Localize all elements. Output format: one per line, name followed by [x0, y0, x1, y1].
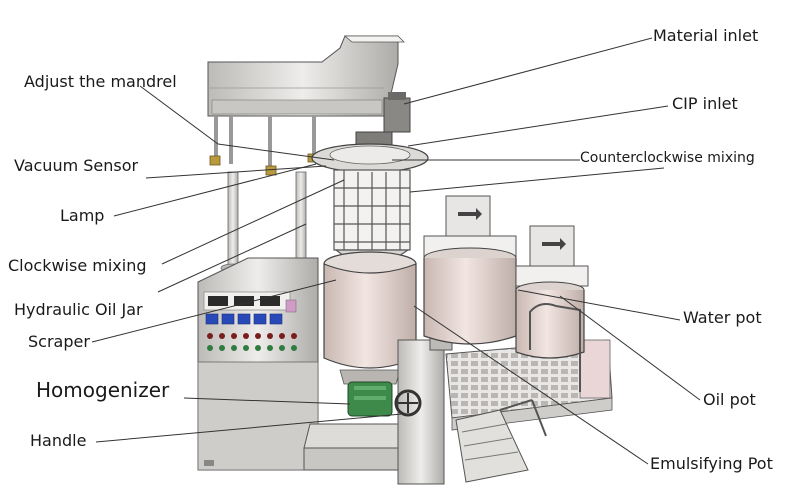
label-emulsifying-pot: Emulsifying Pot — [650, 454, 773, 473]
label-handle: Handle — [30, 431, 87, 450]
control-cabinet — [197, 257, 319, 471]
label-water-pot: Water pot — [683, 308, 762, 327]
label-counterclockwise-mixing: Counterclockwise mixing — [580, 150, 755, 166]
label-homogenizer: Homogenizer — [36, 378, 170, 402]
label-oil-pot: Oil pot — [703, 390, 756, 409]
vessel-lid — [311, 143, 429, 173]
stairs — [455, 399, 547, 483]
water-pot — [423, 195, 517, 345]
leader-lines — [91, 37, 701, 465]
homogenizer-motor — [347, 381, 393, 417]
handle-housing — [394, 325, 453, 485]
label-cip-inlet: CIP inlet — [672, 94, 738, 113]
label-clockwise-mixing: Clockwise mixing — [8, 256, 147, 275]
label-lamp: Lamp — [60, 206, 105, 225]
label-adjust-mandrel: Adjust the mandrel — [24, 72, 177, 91]
lifting-beam — [207, 35, 405, 117]
label-hydraulic-oil-jar: Hydraulic Oil Jar — [14, 300, 143, 319]
emulsifying-vessel — [323, 251, 417, 385]
label-vacuum-sensor: Vacuum Sensor — [14, 156, 139, 175]
oil-pot — [515, 225, 589, 392]
label-scraper: Scraper — [28, 332, 90, 351]
agitator-frame — [333, 169, 411, 263]
label-material-inlet: Material inlet — [653, 26, 759, 45]
